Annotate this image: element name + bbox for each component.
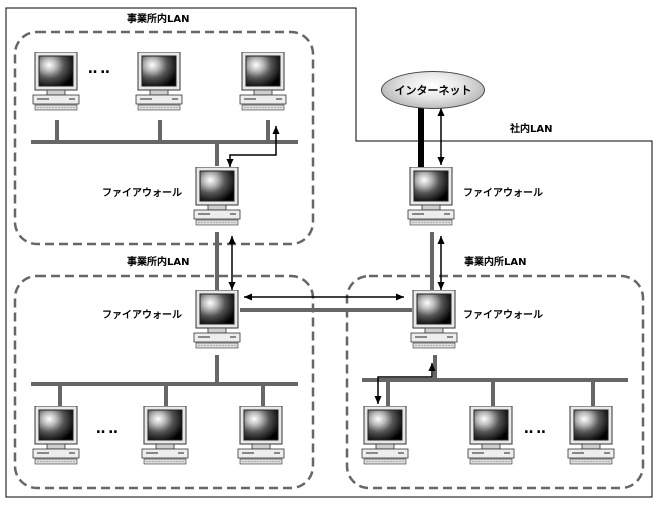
computer-icon xyxy=(31,51,81,112)
more-computers-ellipsis-left: ‥‥ xyxy=(96,421,121,437)
office-lan-left-label: 事業所内LAN xyxy=(127,257,190,268)
internet-cloud: インターネット xyxy=(381,71,485,109)
computer-icon xyxy=(134,51,184,112)
firewall-left-label: ファイアウォール xyxy=(102,310,182,321)
computer-icon xyxy=(466,405,516,466)
office-lan-top-label: 事業所内LAN xyxy=(127,14,190,25)
internet-label: インターネット xyxy=(394,84,472,97)
corporate-lan-frame xyxy=(5,7,653,498)
corporate-lan-label: 社内LAN xyxy=(510,124,553,135)
arrow-top-lan-to-firewall xyxy=(226,126,280,167)
computer-icon xyxy=(238,51,288,112)
more-computers-ellipsis-top: ‥‥ xyxy=(88,61,113,77)
computer-icon xyxy=(236,405,286,466)
firewall-computer-icon xyxy=(192,166,242,227)
firewall-corporate-label: ファイアウォール xyxy=(463,188,543,199)
office-lan-right-label: 事業内所LAN xyxy=(464,257,527,268)
office-lan-top-box xyxy=(13,30,315,246)
more-computers-ellipsis-right: ‥‥ xyxy=(524,421,549,437)
arrow-right-firewall-to-lan xyxy=(374,363,436,404)
computer-icon xyxy=(31,405,81,466)
computer-icon xyxy=(360,405,410,466)
firewall-top-label: ファイアウォール xyxy=(102,188,182,199)
computer-icon xyxy=(566,405,616,466)
network-lines xyxy=(31,120,628,406)
office-lan-right-box xyxy=(345,274,645,490)
traffic-arrows xyxy=(226,108,445,404)
firewall-computer-icon xyxy=(409,289,459,350)
firewall-right-label: ファイアウォール xyxy=(463,310,543,321)
computer-icon xyxy=(140,405,190,466)
firewall-computer-icon xyxy=(192,289,242,350)
firewall-computer-icon xyxy=(406,166,456,227)
office-lan-left-box xyxy=(13,274,315,490)
